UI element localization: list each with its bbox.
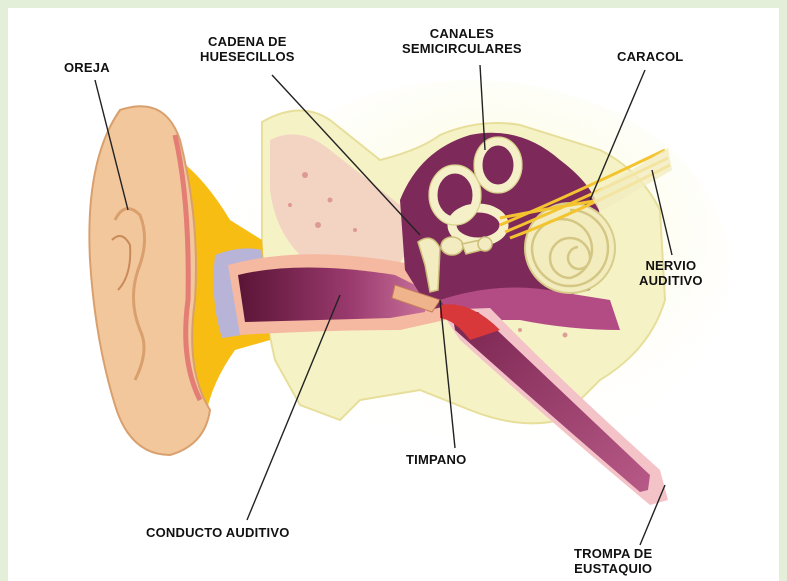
pinna (89, 106, 210, 455)
label-cadena-de-huesecillos: CADENA DE HUESECILLOS (200, 34, 295, 64)
label-timpano: TIMPANO (406, 452, 466, 467)
label-nervio-auditivo: NERVIO AUDITIVO (639, 258, 703, 288)
label-canales-semicirculares: CANALES SEMICIRCULARES (402, 26, 522, 56)
label-oreja: OREJA (64, 60, 110, 75)
label-conducto-auditivo: CONDUCTO AUDITIVO (146, 525, 290, 540)
label-caracol: CARACOL (617, 49, 683, 64)
label-trompa-de-eustaquio: TROMPA DE EUSTAQUIO (574, 546, 652, 576)
